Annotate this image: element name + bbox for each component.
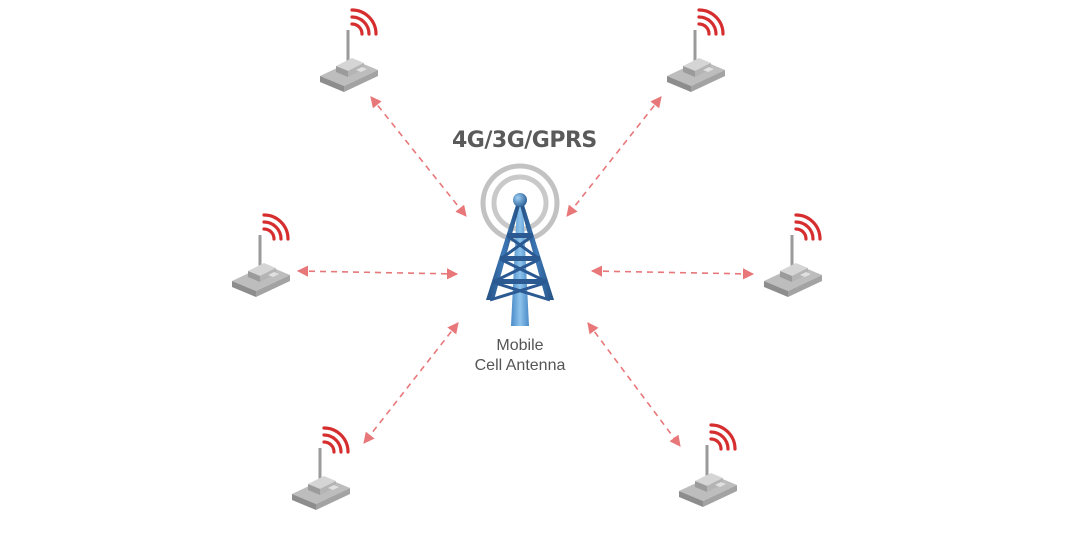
link-bottom-right [587, 322, 681, 447]
device-bottom-right [677, 423, 739, 509]
wireless-device-icon [677, 423, 739, 509]
wireless-device-icon [762, 213, 824, 299]
wireless-device-icon [230, 213, 292, 299]
link-bottom-left [363, 322, 459, 444]
device-top-left [318, 8, 380, 94]
device-middle-left [230, 213, 292, 299]
network-type-label: 4G/3G/GPRS [452, 128, 597, 153]
wireless-device-icon [665, 8, 727, 94]
device-bottom-left [290, 426, 352, 512]
link-middle-right [590, 265, 755, 280]
link-top-left [370, 96, 467, 217]
antenna-label-line2: Cell Antenna [474, 357, 566, 374]
antenna-label-line1: Mobile [496, 337, 544, 354]
device-top-right [665, 8, 727, 94]
link-top-right [566, 96, 662, 217]
wireless-device-icon [290, 426, 352, 512]
device-middle-right [762, 213, 824, 299]
wireless-device-icon [318, 8, 380, 94]
cell-tower-icon [480, 163, 560, 326]
link-middle-left [296, 265, 459, 280]
antenna-label: Mobile Cell Antenna [455, 336, 585, 376]
connection-links [296, 96, 755, 447]
